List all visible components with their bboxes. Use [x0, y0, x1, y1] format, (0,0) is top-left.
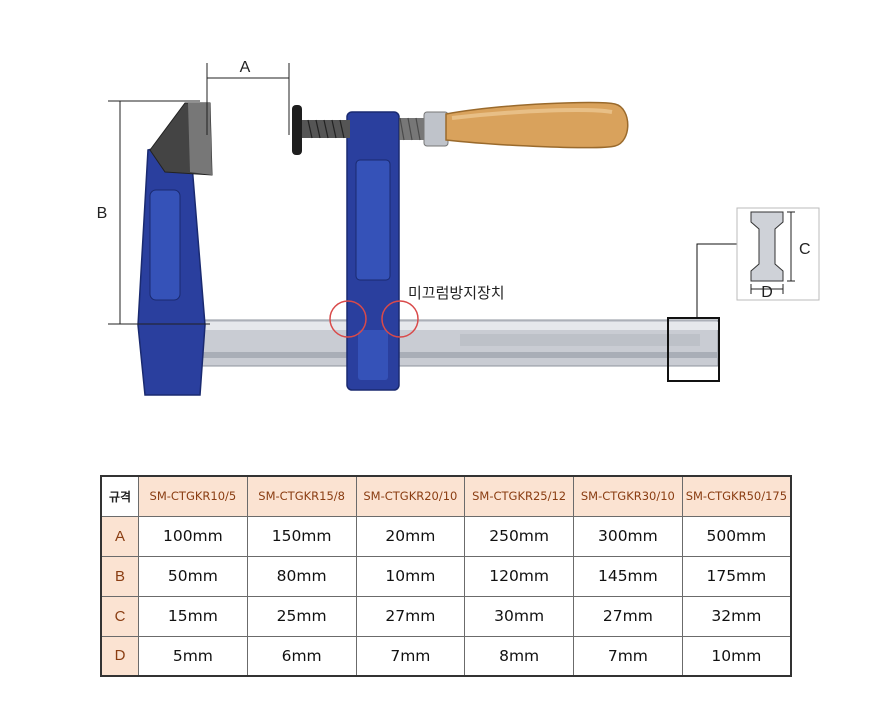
- spec-cell: 27mm: [573, 595, 683, 637]
- row-label: A: [100, 515, 139, 557]
- spec-cell: 30mm: [464, 595, 574, 637]
- spec-cell: 50mm: [138, 555, 248, 597]
- dimension-b-label: B: [97, 205, 108, 222]
- spec-cell: 300mm: [573, 515, 683, 557]
- spec-cell: 6mm: [246, 635, 357, 677]
- spec-cell: 8mm: [464, 635, 574, 677]
- model-header: SM-CTGKR50/175: [681, 475, 792, 517]
- model-header: SM-CTGKR25/12: [464, 475, 574, 517]
- spec-cell: 32mm: [681, 595, 792, 637]
- spec-table: 규격 SM-CTGKR10/5 SM-CTGKR15/8 SM-CTGKR20/…: [100, 475, 792, 677]
- spec-cell: 15mm: [138, 595, 248, 637]
- spec-row-d: D 5mm 6mm 7mm 8mm 7mm 10mm: [100, 635, 792, 677]
- spec-header-row: 규격 SM-CTGKR10/5 SM-CTGKR15/8 SM-CTGKR20/…: [100, 475, 792, 517]
- anti-slip-highlight-right: [381, 300, 419, 338]
- spec-cell: 5mm: [138, 635, 248, 677]
- clamp-illustration: A B 미끄럼방지장치 C D: [97, 59, 820, 396]
- spec-cell: 80mm: [246, 555, 357, 597]
- spec-cell: 120mm: [464, 555, 574, 597]
- wooden-handle: [445, 101, 629, 149]
- sliding-jaw: [346, 111, 400, 391]
- spec-cell: 7mm: [573, 635, 683, 677]
- row-label: B: [100, 555, 139, 597]
- spec-row-b: B 50mm 80mm 10mm 120mm 145mm 175mm: [100, 555, 792, 597]
- dimension-a-label: A: [240, 59, 251, 76]
- anti-slip-label: 미끄럼방지장치: [408, 284, 505, 302]
- fixed-jaw: [137, 102, 213, 396]
- dimension-d-label: D: [761, 284, 773, 301]
- model-header: SM-CTGKR15/8: [246, 475, 357, 517]
- spec-cell: 145mm: [573, 555, 683, 597]
- spec-cell: 175mm: [681, 555, 792, 597]
- model-header: SM-CTGKR30/10: [573, 475, 683, 517]
- spec-row-a: A 100mm 150mm 20mm 250mm 300mm 500mm: [100, 515, 792, 557]
- spec-cell: 10mm: [681, 635, 792, 677]
- bar-end-highlight: [667, 317, 720, 382]
- screw-assembly: [292, 105, 449, 155]
- model-header: SM-CTGKR20/10: [355, 475, 466, 517]
- spec-cell: 150mm: [246, 515, 357, 557]
- dimension-a: [206, 63, 290, 135]
- spec-cell: 250mm: [464, 515, 574, 557]
- spec-cell: 7mm: [355, 635, 466, 677]
- spec-cell: 25mm: [246, 595, 357, 637]
- cross-section-inset: [736, 207, 820, 301]
- spec-cell: 10mm: [355, 555, 466, 597]
- dimension-c-label: C: [799, 241, 811, 258]
- dimension-b: [108, 100, 210, 325]
- row-label: D: [100, 635, 139, 677]
- spec-cell: 500mm: [681, 515, 792, 557]
- spec-cell: 27mm: [355, 595, 466, 637]
- model-header: SM-CTGKR10/5: [138, 475, 248, 517]
- anti-slip-highlight-left: [329, 300, 367, 338]
- row-label: C: [100, 595, 139, 637]
- spec-cell: 100mm: [138, 515, 248, 557]
- leader-line: [696, 243, 739, 318]
- slide-bar: [179, 319, 719, 367]
- spec-row-c: C 15mm 25mm 27mm 30mm 27mm 32mm: [100, 595, 792, 637]
- spec-corner-label: 규격: [100, 475, 139, 517]
- spec-cell: 20mm: [355, 515, 466, 557]
